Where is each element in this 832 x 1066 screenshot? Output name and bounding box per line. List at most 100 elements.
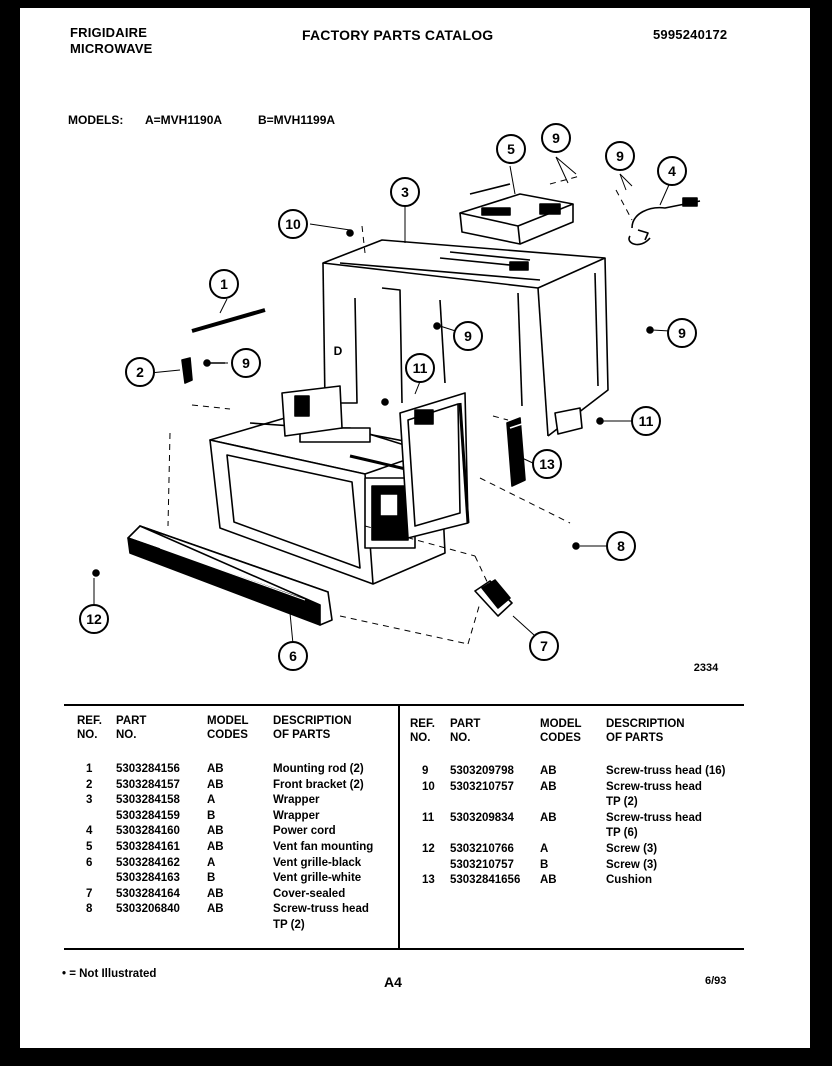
ref-cell: 2 [86, 778, 93, 791]
callout-6: 6 [278, 641, 308, 671]
svg-text:11: 11 [413, 360, 428, 376]
col-model: MODEL CODES [540, 718, 582, 744]
ref-cell: 3 [86, 794, 93, 807]
description-cell: Wrapper [273, 794, 320, 807]
model-code-cell: AB [540, 765, 557, 777]
figure-number: 2334 [694, 662, 719, 674]
svg-text:9: 9 [552, 130, 560, 146]
product-type: MICROWAVE [70, 41, 153, 56]
description-cell: Vent fan mounting [273, 841, 374, 853]
part-number-cell: 5303209834 [450, 811, 514, 824]
part-number-cell: 5303209798 [450, 765, 514, 777]
svg-text:7: 7 [540, 638, 548, 654]
cover-sealed-part [474, 579, 513, 617]
svg-text:11: 11 [639, 413, 654, 429]
model-code-cell: B [207, 809, 216, 822]
table-bottom-rule [64, 948, 744, 950]
callout-9: 9 [667, 318, 697, 348]
catalog-number: 5995240172 [653, 27, 728, 42]
ref-cell: 8 [86, 903, 93, 916]
model-code-cell: A [207, 794, 216, 807]
svg-text:1: 1 [220, 276, 228, 292]
callout-3: 3 [390, 177, 420, 207]
callout-9: 9 [541, 123, 571, 153]
part-number-cell: 5303284157 [116, 778, 180, 791]
part-number-cell: 5303284162 [116, 856, 180, 869]
svg-text:9: 9 [464, 328, 472, 344]
description-cell: Cushion [606, 874, 652, 887]
exploded-parts-diagram: 1 2 3 4 5 6 7 8 9 9 9 9 9 10 11 11 12 13… [79, 123, 719, 674]
description-cell: TP (2) [273, 919, 305, 931]
model-code-cell: AB [540, 811, 557, 824]
svg-text:3: 3 [401, 184, 409, 200]
callout-9: 9 [605, 141, 635, 171]
ref-cell: 7 [86, 887, 93, 900]
svg-text:12: 12 [86, 611, 102, 627]
ref-cell: 13 [422, 874, 435, 887]
col-part: PART NO. [116, 715, 147, 741]
part-number-cell: 5303284161 [116, 841, 180, 853]
callout-1: 1 [209, 269, 239, 299]
model-b: B=MVH1199A [258, 113, 336, 127]
models-label: MODELS: [68, 113, 124, 127]
ref-cell: 5 [86, 841, 93, 853]
part-number-cell: 5303284159 [116, 809, 180, 822]
callout-4: 4 [657, 156, 687, 186]
col-desc: DESCRIPTION OF PARTS [606, 718, 685, 744]
col-desc: DESCRIPTION OF PARTS [273, 715, 352, 741]
svg-text:10: 10 [285, 216, 301, 232]
svg-text:5: 5 [507, 141, 515, 157]
description-cell: Power cord [273, 825, 336, 838]
part-number-cell: 5303206840 [116, 903, 180, 916]
vent-fan-mounting-part [459, 183, 574, 245]
model-code-cell: AB [207, 825, 224, 838]
svg-text:13: 13 [539, 456, 555, 472]
description-cell: Cover-sealed [273, 887, 346, 900]
model-code-cell: B [540, 858, 549, 871]
ref-cell: 9 [422, 765, 429, 777]
col-ref: REF. NO. [77, 715, 102, 741]
callout-5: 5 [496, 134, 526, 164]
model-code-cell: AB [207, 841, 224, 853]
description-cell: Vent grille-black [273, 856, 362, 869]
callout-7: 7 [529, 631, 559, 661]
model-code-cell: AB [207, 887, 224, 900]
ref-cell: 11 [422, 811, 435, 824]
svg-text:9: 9 [616, 148, 624, 164]
svg-text:2: 2 [136, 364, 144, 380]
ref-cell: 10 [422, 780, 435, 793]
model-code-cell: AB [207, 903, 224, 916]
part-number-cell: 5303284164 [116, 887, 180, 900]
model-code-cell: A [207, 856, 216, 869]
model-code-cell: B [207, 872, 216, 885]
table-center-rule [398, 706, 400, 949]
model-code-cell: AB [540, 780, 557, 793]
description-cell: Front bracket (2) [273, 778, 364, 791]
revision-date: 6/93 [705, 975, 727, 987]
model-code-cell: A [540, 843, 549, 855]
svg-text:9: 9 [678, 325, 686, 341]
callout-9: 9 [453, 321, 483, 351]
svg-text:4: 4 [668, 163, 676, 179]
part-number-cell: 5303210757 [450, 780, 514, 793]
wrapper-side-letter: D [334, 344, 343, 358]
col-part: PART NO. [450, 718, 481, 744]
callout-8: 8 [606, 531, 636, 561]
description-cell: Screw (3) [606, 858, 658, 871]
col-model: MODEL CODES [207, 715, 249, 741]
col-ref: REF. NO. [410, 718, 435, 744]
part-number-cell: 5303284163 [116, 872, 180, 885]
callout-11: 11 [405, 353, 435, 383]
callout-10: 10 [278, 209, 308, 239]
svg-text:9: 9 [242, 355, 250, 371]
model-a: A=MVH1190A [145, 113, 223, 127]
description-cell: Mounting rod (2) [273, 763, 364, 775]
callout-11: 11 [631, 406, 661, 436]
description-cell: Vent grille-white [273, 872, 362, 885]
ref-cell: 12 [422, 843, 435, 855]
part-number-cell: 5303210766 [450, 843, 514, 855]
callout-12: 12 [79, 604, 109, 634]
part-number-cell: 53032841656 [450, 874, 521, 887]
catalog-title: FACTORY PARTS CATALOG [302, 27, 494, 43]
description-cell: Screw (3) [606, 843, 658, 855]
